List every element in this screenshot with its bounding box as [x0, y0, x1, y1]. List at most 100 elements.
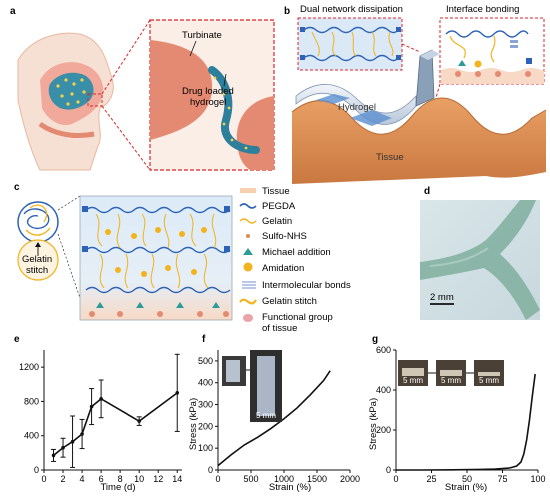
legend-functional-2: of tissue: [262, 323, 297, 334]
legend-tissue: Tissue: [262, 186, 290, 197]
chart-f-ylabel: Stress (kPa): [188, 398, 199, 450]
panel-c-legend: Tissue PEGDA Gelatin Sulfo-NHS Michael a…: [239, 186, 351, 334]
chart-e-x-tick-label: 14: [172, 474, 182, 484]
nasal-hydrogel: [48, 72, 94, 110]
chart-e-x-tick-label: 12: [153, 474, 163, 484]
stitch-label-2: stitch: [26, 265, 48, 276]
drug-label-2: hydrogel: [190, 97, 226, 108]
chart-e-point: [99, 397, 103, 401]
chart-e-point: [80, 432, 84, 436]
chart-f-y-tick-label: 100: [198, 443, 213, 453]
chart-f-x-tick-label: 1500: [307, 474, 327, 484]
legend-michael: Michael addition: [262, 247, 331, 258]
chart-e-point: [89, 404, 94, 409]
panel-d: d 2 mm: [420, 186, 540, 320]
chart-e-y-tick-label: 0: [34, 465, 39, 475]
panel-d-label: d: [424, 186, 430, 197]
legend-gelatin: Gelatin: [262, 216, 292, 227]
legend-intermolecular: Intermolecular bonds: [262, 280, 351, 291]
drug-label-1: Drug loaded: [182, 86, 234, 97]
chart-e-point: [51, 453, 56, 458]
chart-g-xlabel: Strain (%): [445, 482, 487, 493]
panel-a: a Turbinate Drug loaded hydrogel: [10, 6, 275, 171]
hydrogel-label: Hydrogel: [338, 102, 376, 113]
chart-g-x-tick-label: 0: [393, 474, 398, 484]
chart-e-x-tick-label: 0: [41, 474, 46, 484]
chart-e-y-tick-label: 400: [24, 431, 39, 441]
chart-f-y-tick-label: 300: [198, 400, 213, 410]
network-inset: [297, 17, 403, 71]
chart-f-series-line: [217, 370, 331, 467]
chart-e-x-tick-label: 10: [134, 474, 144, 484]
palate: [38, 121, 95, 139]
legend-functional-1: Functional group: [262, 312, 333, 323]
chart-g-x-tick-label: 75: [497, 474, 507, 484]
scale-d-label: 2 mm: [430, 292, 454, 303]
chart-e-y-tick-label: 1200: [19, 362, 39, 372]
chart-f-inset-sample-small: [226, 360, 240, 382]
chart-e-x-tick-label: 6: [99, 474, 104, 484]
chart-f-xlabel: Strain (%): [269, 482, 311, 493]
chart-g-x-tick-label: 100: [530, 474, 545, 484]
chart-g-y-tick-label: 0: [386, 465, 391, 475]
chart-g-x-tick-label: 25: [426, 474, 436, 484]
panel-c-label: c: [14, 182, 20, 193]
turbinate-tissue: [150, 40, 213, 140]
panel-f-label: f: [202, 334, 206, 345]
chart-f-y-tick-label: 400: [198, 378, 213, 388]
panel-b-label: b: [284, 6, 290, 17]
stitch-label-1: Gelatin: [22, 254, 52, 265]
chart-g-inset-scale: 5 mm: [479, 376, 499, 385]
chart-e-x-tick-label: 2: [61, 474, 66, 484]
legend-gelatin-stitch: Gelatin stitch: [262, 296, 317, 307]
zoom-hydrogel-band: [208, 66, 260, 154]
stitch-circle-top: [17, 201, 59, 243]
chart-e-series-line: [53, 392, 178, 457]
chart-g-y-tick-label: 600: [376, 345, 391, 355]
tissue-slab: [292, 98, 546, 184]
chart-g-inset-scale: 5 mm: [403, 376, 423, 385]
tissue-specimen: [420, 200, 540, 320]
tissue-label: Tissue: [376, 152, 404, 163]
zoom-source-box: [87, 93, 103, 107]
chart-g-y-tick-label: 200: [376, 425, 391, 435]
chart-e-y-tick-label: 800: [24, 396, 39, 406]
chart-f-inset-sample-large: [257, 356, 275, 416]
chart-e-point: [70, 439, 75, 444]
panel-a-label: a: [10, 6, 16, 17]
panel-c: c Gelatin stitch: [14, 182, 351, 334]
panel-b-title-left: Dual network dissipation: [300, 4, 403, 15]
chart-g-x-tick-label: 50: [462, 474, 472, 484]
stitch-circle-bottom: [17, 239, 59, 281]
chart-f-x-tick-label: 0: [215, 474, 220, 484]
chart-g-inset-sample: [440, 370, 462, 376]
chart-f-inset-scale: 5 mm: [256, 411, 276, 420]
chart-e-x-tick-label: 4: [80, 474, 85, 484]
chart-e: e Time (d) 0 2 4 6 8 10 12 14 0 400 800 1200: [14, 334, 182, 493]
panel-b: b Dual network dissipation Interface bon…: [284, 4, 547, 184]
chart-f-x-tick-label: 500: [243, 474, 258, 484]
chart-g-inset-sample: [402, 368, 424, 376]
panel-b-title-right: Interface bonding: [446, 4, 519, 15]
drug-dots: [56, 78, 86, 106]
network-box: [79, 195, 233, 321]
panel-e-label: e: [14, 334, 20, 345]
turbinate-label: Turbinate: [182, 30, 222, 41]
chart-g-inset-sample: [478, 372, 500, 376]
chart-g-y-tick-label: 400: [376, 385, 391, 395]
chart-e-point: [61, 445, 65, 450]
legend-pegda: PEGDA: [262, 201, 296, 212]
chart-f-y-tick-label: 0: [208, 465, 213, 475]
chart-f-y-tick-label: 500: [198, 356, 213, 366]
chart-e-point: [175, 391, 180, 395]
chart-e-point: [137, 419, 141, 423]
legend-sulfo-nhs: Sulfo-NHS: [262, 231, 307, 242]
chart-g-inset-scale: 5 mm: [441, 376, 461, 385]
chart-e-x-tick-label: 8: [118, 474, 123, 484]
chart-e-xlabel: Time (d): [100, 482, 135, 493]
chart-f-y-tick-label: 200: [198, 421, 213, 431]
chart-f-x-tick-label: 2000: [340, 474, 360, 484]
panel-g-label: g: [372, 334, 378, 345]
